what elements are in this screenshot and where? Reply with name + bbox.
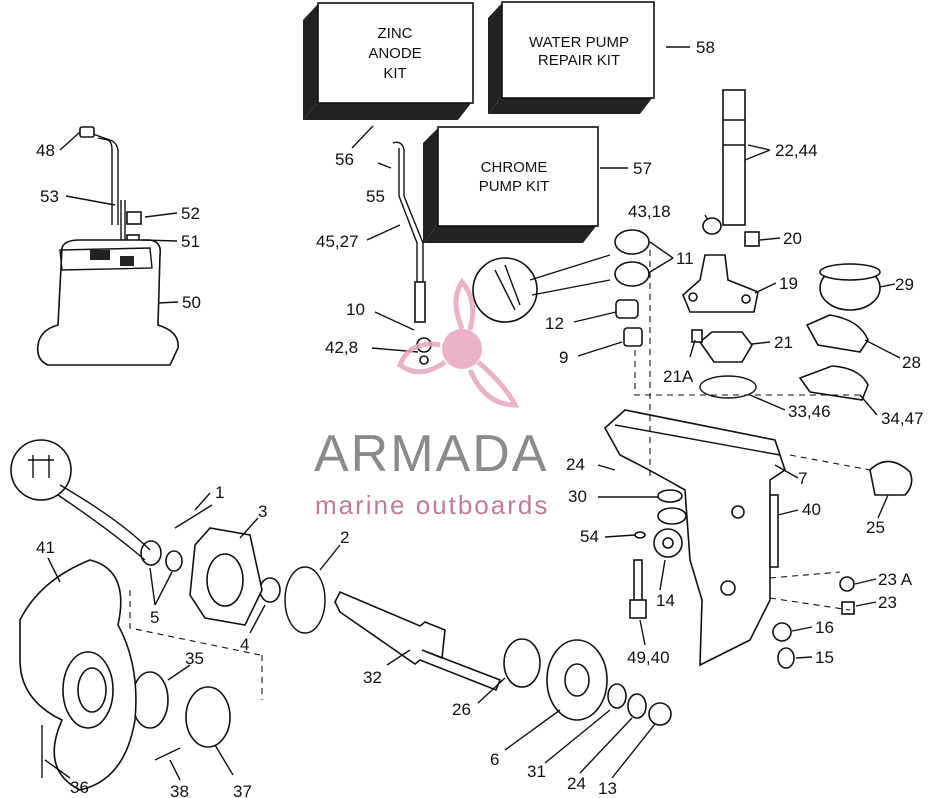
zinc-anode-kit-box: ZINC ANODE KIT [303,2,474,120]
callout-49-40: 49,40 [627,648,670,667]
callout-55: 55 [366,187,385,206]
callout-12: 12 [545,314,564,333]
callout-10: 10 [346,300,365,319]
water-kit-line-2: REPAIR KIT [538,52,620,69]
callout-38: 38 [170,782,189,798]
chrome-pump-kit-box: CHROME PUMP KIT [423,126,599,243]
callout-24-top: 24 [566,455,585,474]
callout-43-18: 43,18 [628,202,671,221]
callout-40: 40 [802,500,821,519]
callout-28: 28 [902,353,921,372]
callout-20: 20 [783,229,802,248]
callout-53: 53 [40,187,59,206]
callout-15: 15 [815,648,834,667]
callout-31: 31 [527,762,546,781]
callout-2: 2 [340,528,349,547]
callout-13: 13 [598,779,617,798]
propeller-shaft-assembly [131,504,672,761]
callout-1: 1 [215,483,224,502]
callout-51: 51 [181,232,200,251]
callout-19: 19 [779,274,798,293]
callout-21a: 21A [663,367,694,386]
callout-23: 23 [878,593,897,612]
callout-45-27: 45,27 [316,232,359,251]
callout-41: 41 [36,538,55,557]
callout-5: 5 [150,608,159,627]
callout-58: 58 [696,38,715,57]
callout-25: 25 [866,518,885,537]
zinc-kit-line-2: ANODE [368,45,421,62]
callout-11: 11 [676,249,694,268]
callout-57: 57 [633,159,652,178]
callout-32: 32 [363,668,382,687]
callout-6: 6 [490,750,499,769]
callout-36: 36 [70,778,89,797]
watermark-tagline: marine outboards [315,490,549,520]
callout-30: 30 [568,487,587,506]
callout-56: 56 [335,150,354,169]
callout-52: 52 [181,204,200,223]
anode-housing-assembly [36,126,179,366]
callout-37: 37 [233,782,252,798]
chrome-kit-line-1: CHROME [481,159,548,176]
zinc-kit-line-1: ZINC [378,25,413,42]
armada-logo [396,277,520,408]
callout-34-47: 34,47 [881,409,924,428]
callout-3: 3 [258,502,267,521]
callout-26: 26 [452,700,471,719]
propeller [19,559,137,791]
chrome-kit-line-2: PUMP KIT [479,178,550,195]
callout-35: 35 [185,649,204,668]
water-pump-repair-kit-box: WATER PUMP REPAIR KIT [488,1,655,114]
water-kit-line-1: WATER PUMP [529,34,629,51]
gearcase-housing [603,409,913,667]
callout-42-8: 42,8 [325,338,358,357]
callout-24-bottom: 24 [567,774,586,793]
callout-54: 54 [580,527,599,546]
guide-lines [129,250,871,700]
water-pump-assembly [614,89,881,401]
callout-labels: 48 53 52 51 50 56 55 45,27 10 42,8 58 57… [36,38,924,798]
callout-16: 16 [815,618,834,637]
zinc-kit-line-3: KIT [383,65,406,82]
callout-33-46: 33,46 [788,402,831,421]
callout-23a: 23 A [878,570,913,589]
detail-circles [10,254,611,561]
callout-22-44: 22,44 [775,141,818,160]
callout-21: 21 [774,333,793,352]
callout-4: 4 [240,635,249,654]
callout-14: 14 [656,591,675,610]
callout-7: 7 [798,469,807,488]
callout-50: 50 [182,293,201,312]
callout-9: 9 [559,348,568,367]
small-hardware [634,489,855,669]
callout-48: 48 [36,141,55,160]
watermark-brand: ARMADA [314,425,548,483]
callout-29: 29 [895,275,914,294]
